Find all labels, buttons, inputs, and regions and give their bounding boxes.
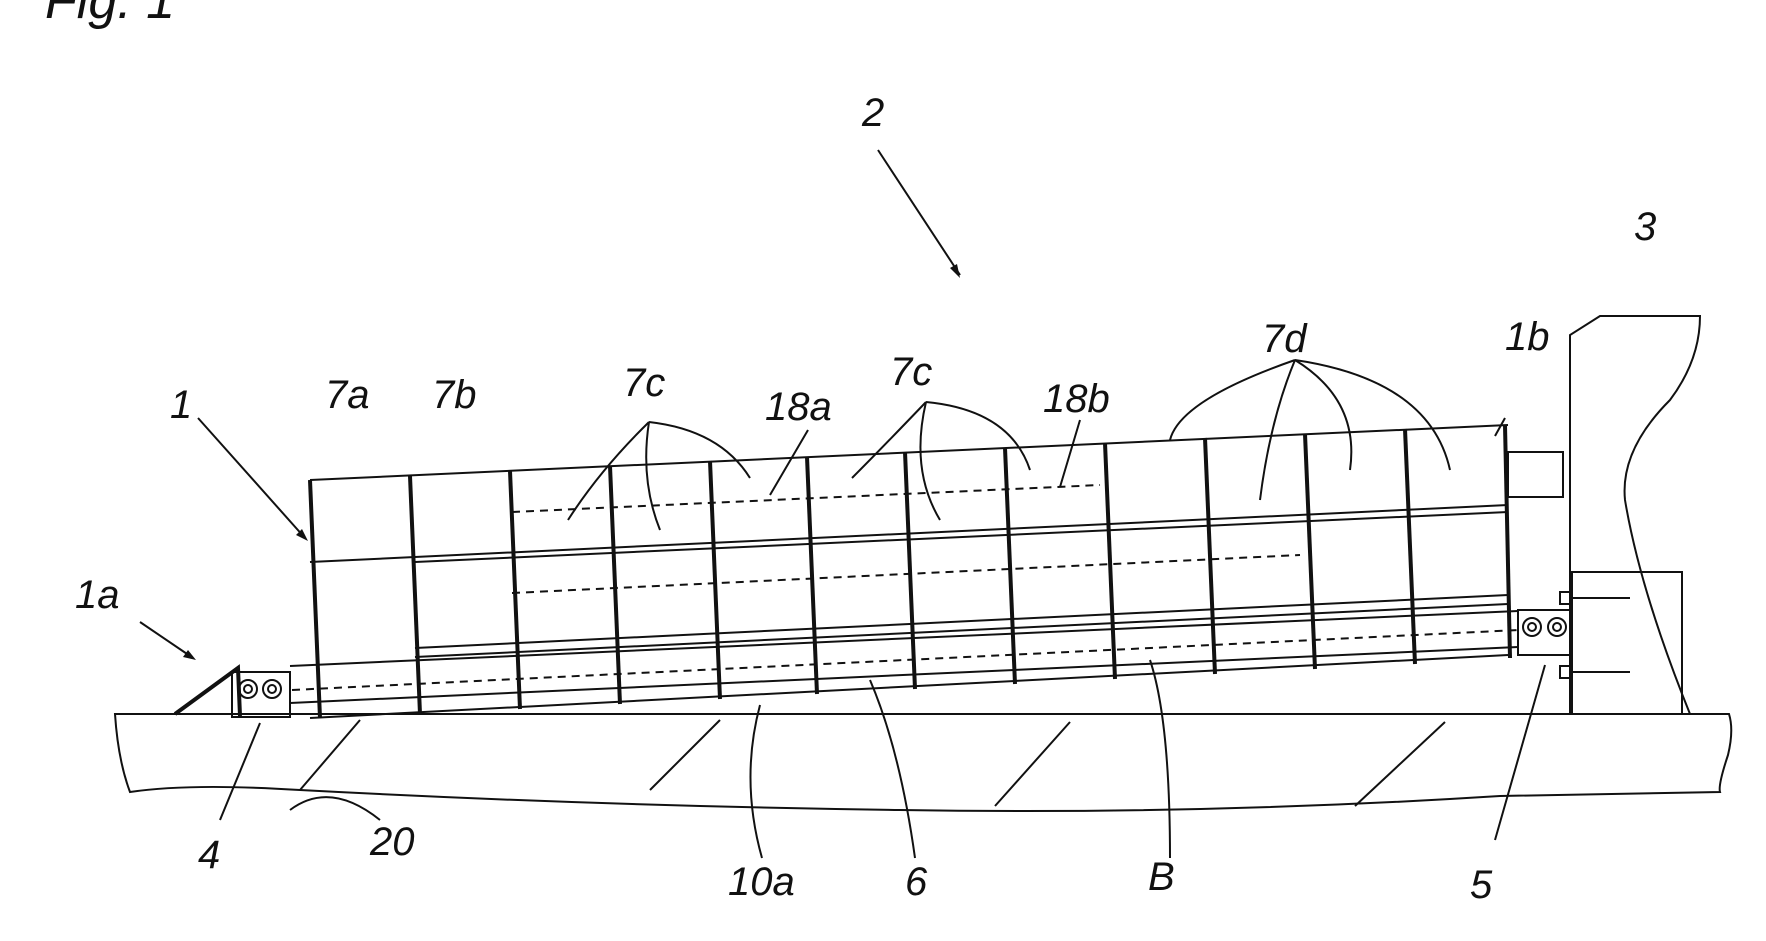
label-20: 20 (369, 820, 415, 864)
label-7c-left: 7c (623, 361, 665, 405)
leader-lines (140, 150, 1545, 858)
label-6: 6 (905, 860, 928, 904)
label-18a: 18a (765, 385, 832, 429)
figure-title: Fig. 1 (45, 0, 175, 30)
mount-bracket-left (175, 668, 290, 717)
label-10a: 10a (728, 860, 795, 904)
label-1: 1 (170, 383, 192, 427)
label-1b: 1b (1505, 315, 1550, 359)
label-B: B (1148, 855, 1175, 899)
label-5: 5 (1470, 863, 1493, 907)
ground-surface (115, 714, 1731, 811)
label-4: 4 (198, 833, 220, 877)
label-7b: 7b (432, 373, 477, 417)
mount-bracket-right (1518, 592, 1630, 678)
label-3: 3 (1634, 205, 1656, 249)
label-18b: 18b (1043, 377, 1110, 421)
label-1a: 1a (75, 573, 120, 617)
label-7c-right: 7c (890, 350, 932, 394)
wall (1570, 316, 1700, 714)
label-7a: 7a (325, 373, 370, 417)
label-7d: 7d (1262, 317, 1308, 361)
label-2: 2 (861, 91, 884, 135)
